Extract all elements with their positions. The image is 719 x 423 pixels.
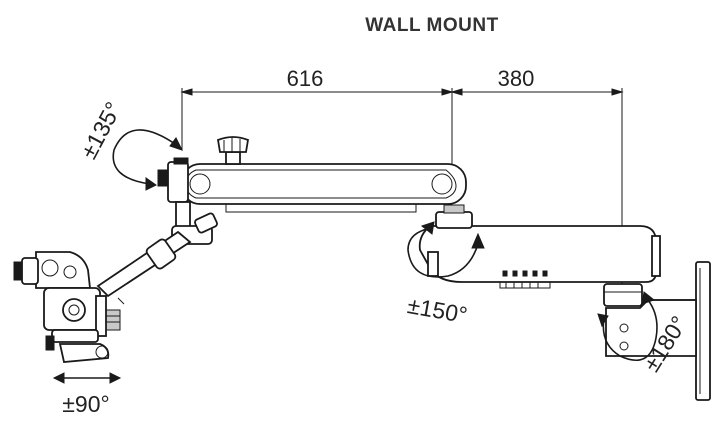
locking-knob <box>216 136 250 165</box>
rotation-label-135: ±135° <box>75 98 126 163</box>
wall-plate <box>695 261 711 401</box>
dimension-616: 616 <box>180 66 454 168</box>
rotation-arrow-90: ±90° <box>52 372 122 417</box>
rotation-label-150: ±150° <box>405 292 469 328</box>
dimension-380: 380 <box>450 66 624 290</box>
microscope-head <box>13 251 121 363</box>
rotation-label-90: ±90° <box>62 391 109 417</box>
dimension-616-label: 616 <box>287 66 324 91</box>
diagram-title: WALL MOUNT <box>365 15 498 36</box>
wall-bracket <box>603 283 697 357</box>
microscope-arm <box>96 230 192 305</box>
dimension-380-label: 380 <box>498 66 535 91</box>
arm-1 <box>157 136 467 213</box>
arm-2 <box>418 204 661 289</box>
